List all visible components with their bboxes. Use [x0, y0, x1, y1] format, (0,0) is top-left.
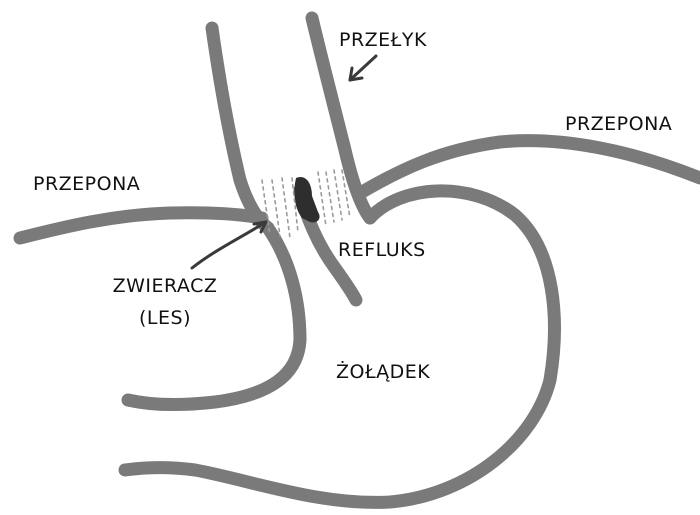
- esophagus-arrow: [350, 56, 376, 80]
- diaphragm-right-label: PRZEPONA: [565, 110, 672, 138]
- diaphragm-left-line: [20, 213, 262, 238]
- sphincter-label-line1: ZWIERACZ: [90, 272, 240, 300]
- esophagus-label: PRZEŁYK: [339, 26, 427, 54]
- reflux-dark-core: [294, 177, 319, 222]
- sphincter-arrow: [192, 222, 266, 268]
- diaphragm-left-label: PRZEPONA: [33, 170, 140, 198]
- esophagus-left-wall: [212, 28, 268, 228]
- diaphragm-right-line: [362, 141, 700, 192]
- reflux-label: REFLUKS: [338, 236, 426, 264]
- sphincter-label-line2: (LES): [90, 304, 240, 332]
- stomach-label: ŻOŁĄDEK: [336, 358, 430, 386]
